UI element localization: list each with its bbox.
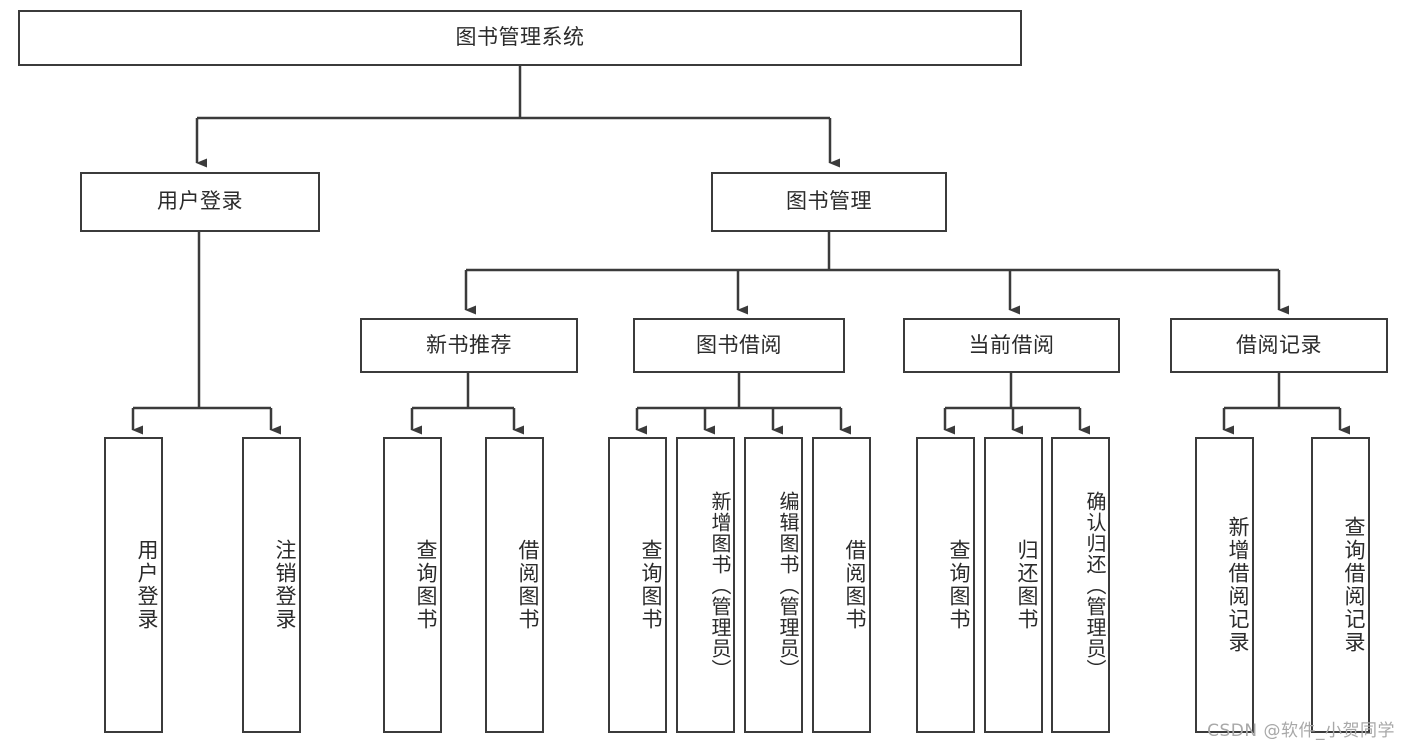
leaf-book-borrow-add[interactable]: 新增图书（管理员） bbox=[676, 437, 735, 733]
node-root-system[interactable]: 图书管理系统 bbox=[18, 10, 1022, 66]
leaf-new-book-query[interactable]: 查询图书 bbox=[383, 437, 442, 733]
leaf-borrow-record-query[interactable]: 查询借阅记录 bbox=[1311, 437, 1370, 733]
node-book-management[interactable]: 图书管理 bbox=[711, 172, 947, 232]
node-book-borrow[interactable]: 图书借阅 bbox=[633, 318, 845, 373]
leaf-current-borrow-query[interactable]: 查询图书 bbox=[916, 437, 975, 733]
leaf-book-borrow-edit[interactable]: 编辑图书（管理员） bbox=[744, 437, 803, 733]
leaf-user-login-logout[interactable]: 注销登录 bbox=[242, 437, 301, 733]
leaf-current-borrow-return[interactable]: 归还图书 bbox=[984, 437, 1043, 733]
leaf-borrow-record-add[interactable]: 新增借阅记录 bbox=[1195, 437, 1254, 733]
node-borrow-record[interactable]: 借阅记录 bbox=[1170, 318, 1388, 373]
node-current-borrow[interactable]: 当前借阅 bbox=[903, 318, 1120, 373]
node-user-login[interactable]: 用户登录 bbox=[80, 172, 320, 232]
leaf-book-borrow-query[interactable]: 查询图书 bbox=[608, 437, 667, 733]
watermark-text: CSDN @软件_小贺同学 bbox=[1207, 721, 1395, 741]
leaf-new-book-borrow[interactable]: 借阅图书 bbox=[485, 437, 544, 733]
leaf-user-login-login[interactable]: 用户登录 bbox=[104, 437, 163, 733]
leaf-current-borrow-confirm-return[interactable]: 确认归还（管理员） bbox=[1051, 437, 1110, 733]
node-new-book-recommend[interactable]: 新书推荐 bbox=[360, 318, 578, 373]
leaf-book-borrow-borrow[interactable]: 借阅图书 bbox=[812, 437, 871, 733]
